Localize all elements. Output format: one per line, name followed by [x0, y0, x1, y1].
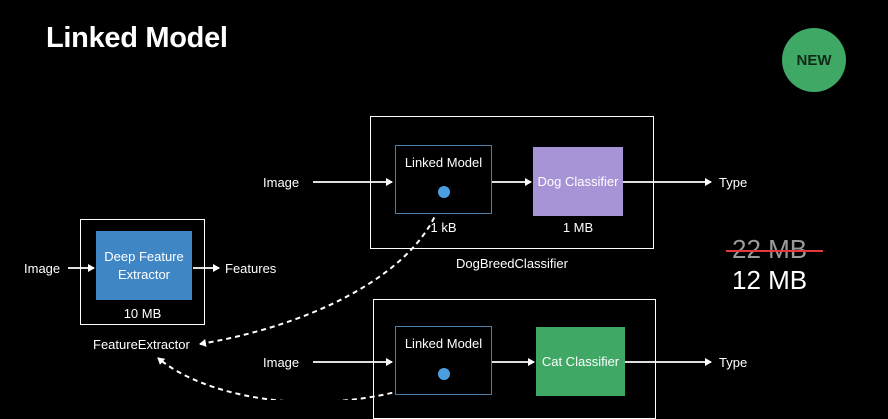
deep-feature-extractor-label: Deep Feature Extractor: [104, 248, 184, 282]
dog-input-label: Image: [263, 175, 300, 190]
dog-classifier-label: Dog Classifier: [537, 173, 619, 189]
dog-linked-model-box: Linked Model: [395, 145, 492, 214]
new-badge-label: NEW: [796, 51, 832, 69]
dog-classifier-block: Dog Classifier: [533, 147, 623, 216]
strikethrough-line: [726, 250, 823, 252]
cat-linked-model-label: Linked Model: [404, 336, 483, 351]
deep-feature-extractor-block: Deep Feature Extractor: [96, 231, 192, 300]
fe-input-label: Image: [24, 261, 61, 276]
new-badge: NEW: [782, 28, 846, 92]
cat-link-dot: [438, 368, 450, 380]
fe-size-label: 10 MB: [123, 306, 162, 321]
cat-classifier-label: Cat Classifier: [541, 353, 620, 369]
old-size: 22 MB: [732, 234, 808, 264]
feature-extractor-name: FeatureExtractor: [93, 337, 190, 352]
feature-extractor-frame: [80, 219, 205, 325]
cat-input-label: Image: [263, 355, 300, 370]
new-size: 12 MB: [732, 265, 808, 295]
cat-output-label: Type: [719, 355, 748, 370]
dog-breed-classifier-name: DogBreedClassifier: [456, 256, 568, 271]
dog-link-reference-arrow: [199, 191, 444, 347]
cat-linked-model-box: Linked Model: [395, 326, 492, 395]
page-title: Linked Model: [46, 22, 228, 54]
dog-output-label: Type: [719, 175, 748, 190]
dog-linked-model-label: Linked Model: [404, 155, 483, 170]
fe-output-label: Features: [225, 261, 277, 276]
dog-breed-classifier-frame: [370, 116, 654, 249]
cat-classifier-block: Cat Classifier: [536, 327, 625, 396]
dog-link-dot: [438, 186, 450, 198]
dog-linked-size: 1 kB: [430, 220, 457, 235]
dog-classifier-size: 1 MB: [562, 220, 594, 235]
